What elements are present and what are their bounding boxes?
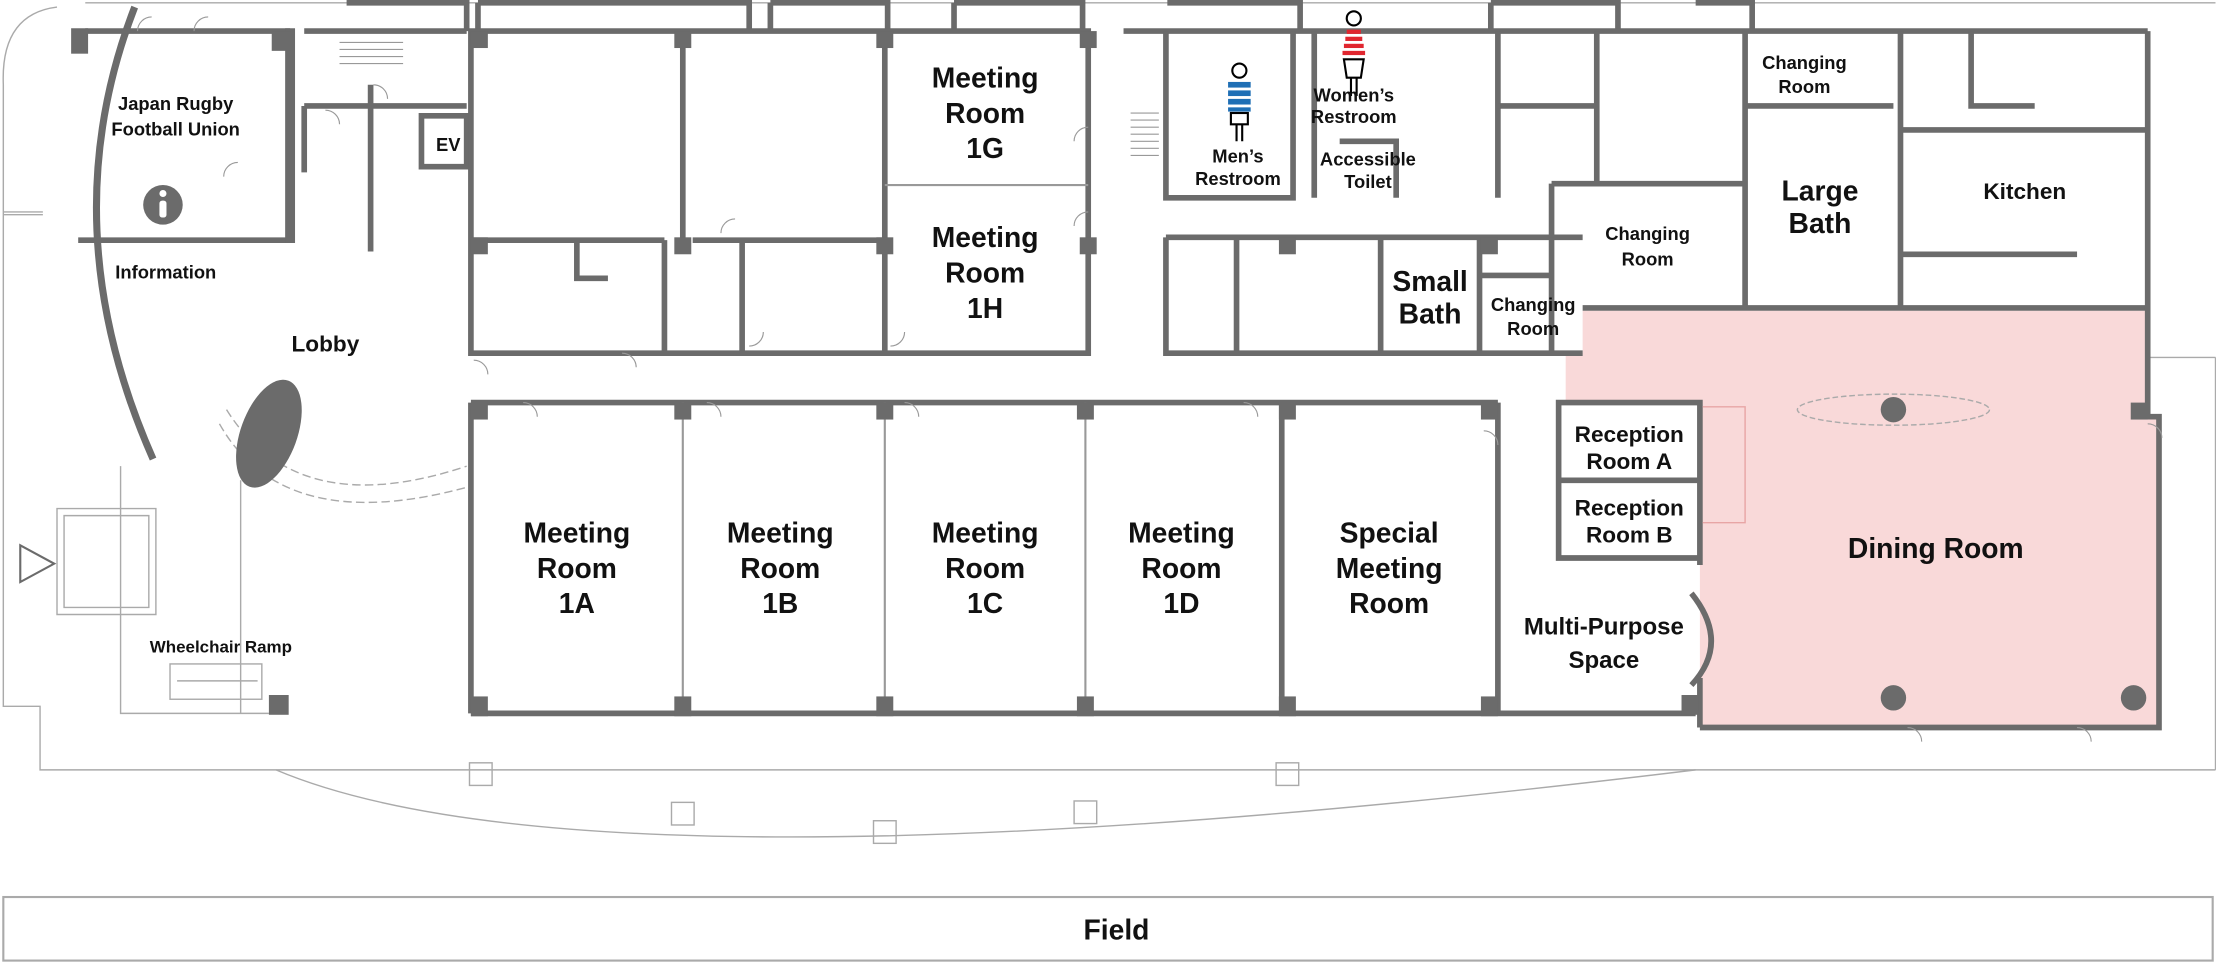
label-lobby: Lobby	[292, 332, 360, 357]
label-field: Field	[1084, 913, 1150, 945]
mens-restroom-icon	[1228, 62, 1251, 142]
exterior-pillars	[468, 762, 1300, 845]
entrance-triangle-icon	[19, 543, 57, 584]
label-wheelchair-ramp: Wheelchair Ramp	[150, 638, 292, 657]
dining-pillar	[1880, 396, 1907, 423]
label-information: Information	[115, 261, 216, 282]
dining-pillar	[2120, 685, 2147, 711]
dining-room-area[interactable]	[1565, 310, 2159, 728]
label-ev[interactable]: EV	[436, 134, 461, 155]
label-dining-room[interactable]: Dining Room	[1848, 532, 2024, 564]
field-area	[2, 895, 2214, 962]
doors	[136, 16, 2163, 742]
label-kitchen[interactable]: Kitchen	[1983, 179, 2066, 204]
lobby-sculpture	[236, 379, 302, 488]
columns	[71, 28, 2148, 717]
womens-restroom-icon	[1342, 10, 1366, 97]
info-icon[interactable]	[143, 185, 183, 225]
dining-ellipse-marking	[1796, 393, 1991, 426]
dining-pillar	[1880, 685, 1907, 711]
walls	[78, 0, 2162, 731]
